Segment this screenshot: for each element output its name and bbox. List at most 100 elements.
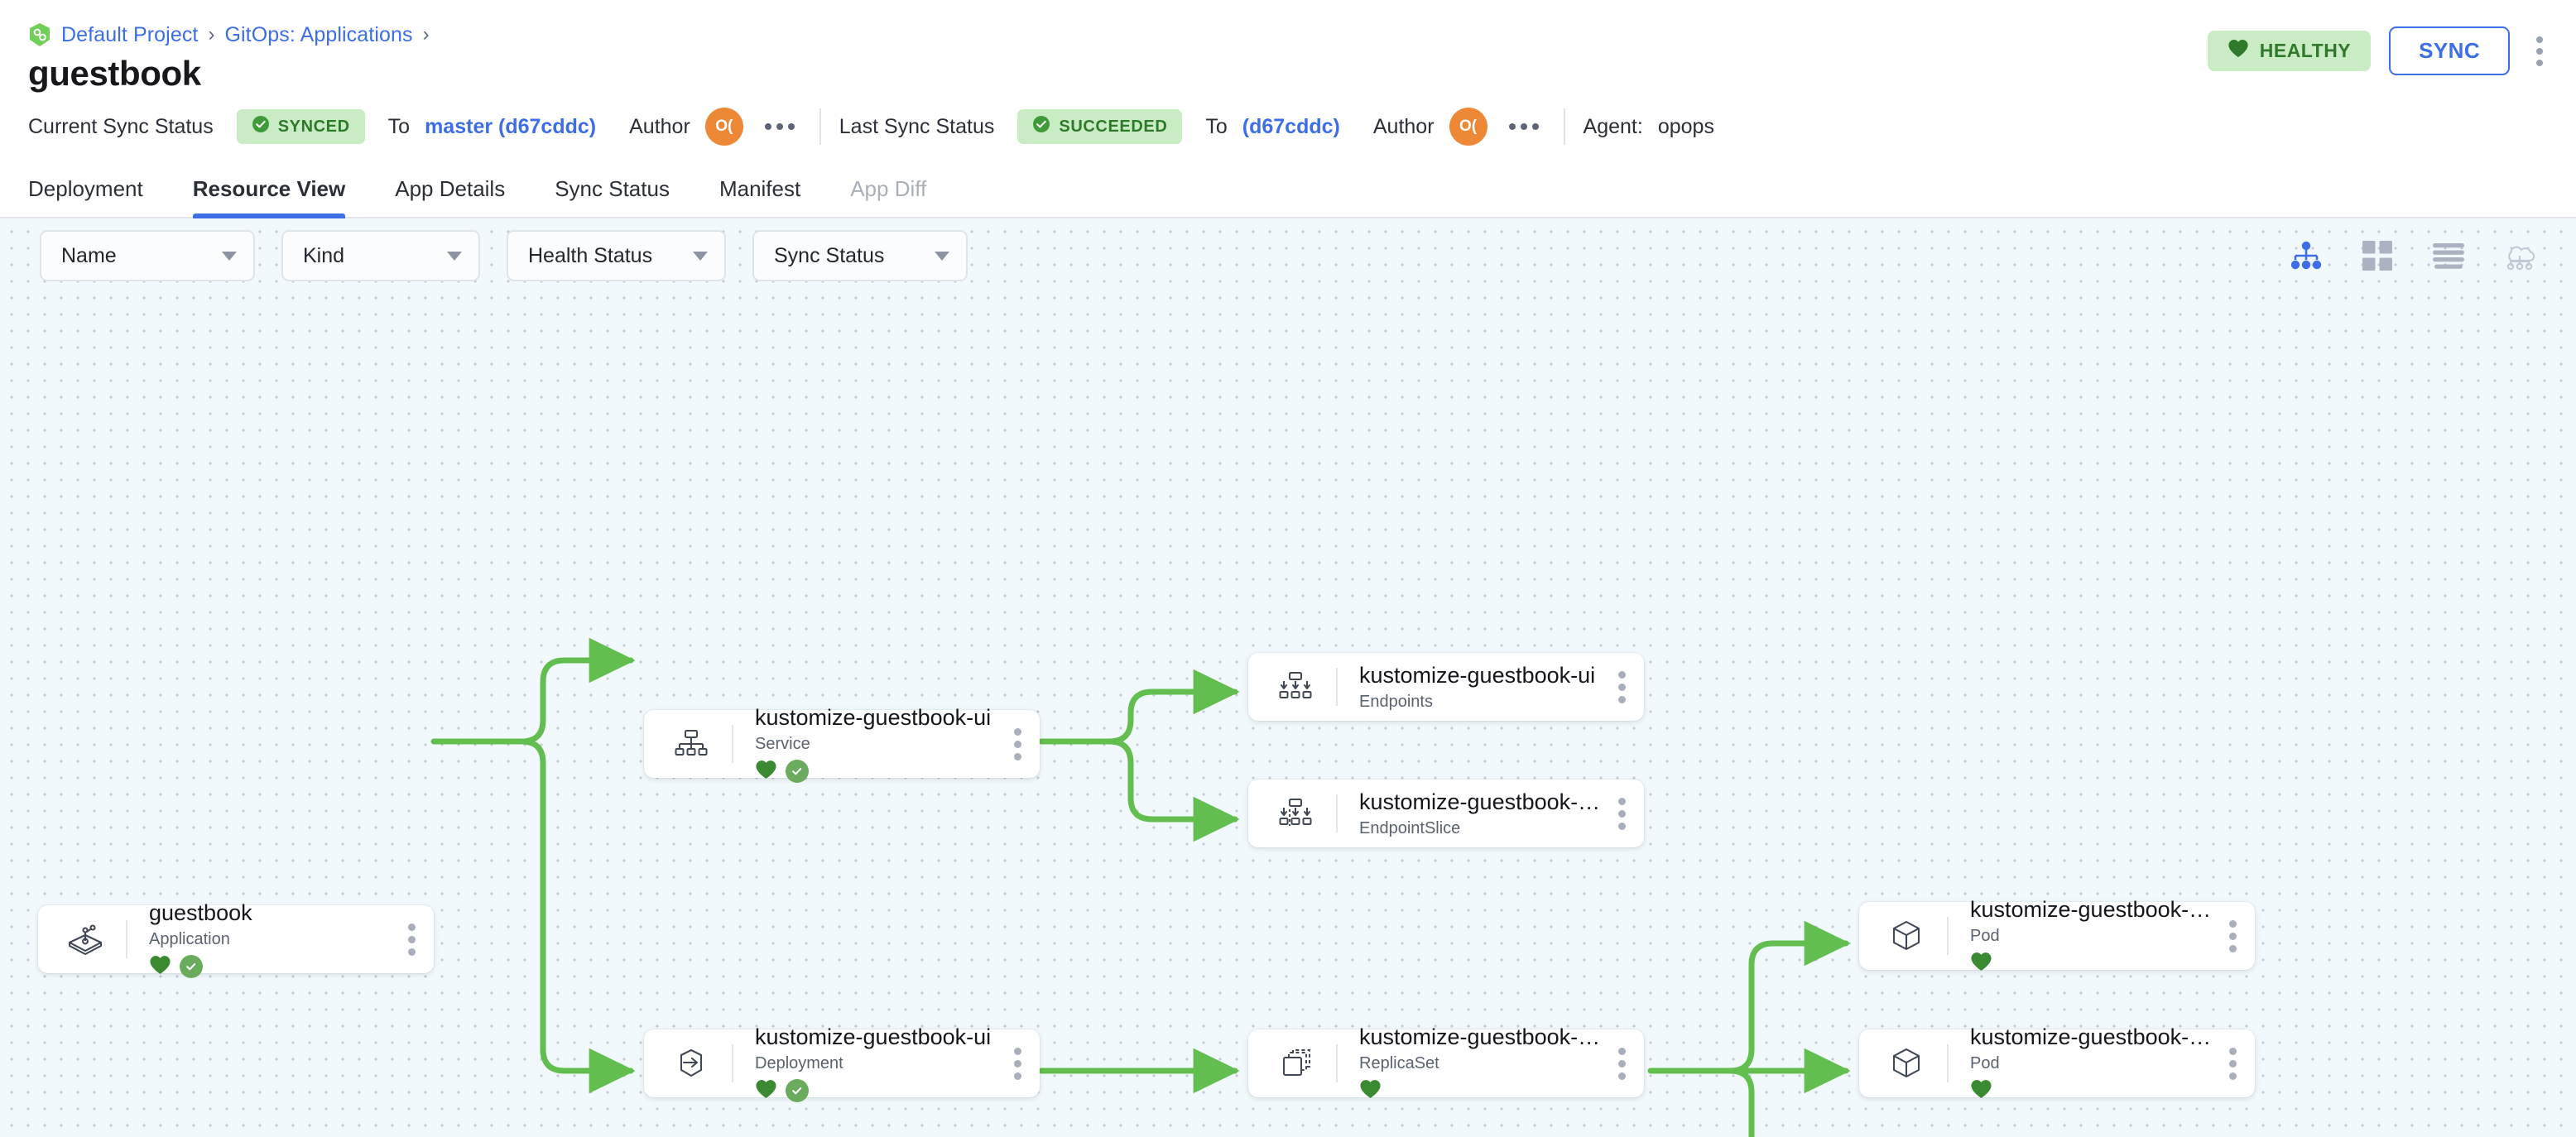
tab-deployment[interactable]: Deployment — [28, 176, 143, 201]
current-author-avatar[interactable]: O( — [704, 108, 743, 146]
agent-value: opops — [1657, 114, 1714, 138]
node-status — [1970, 1078, 2213, 1103]
graph-node-deployment[interactable]: kustomize-guestbook-ui Deployment — [644, 1024, 1040, 1103]
filter-kind-label: Kind — [303, 243, 345, 267]
kebab-dot — [1531, 123, 1539, 130]
kebab-dot — [2536, 59, 2543, 66]
node-divider — [1336, 1044, 1338, 1082]
tab-bar: Deployment Resource View App Details Syn… — [0, 159, 2576, 218]
heart-icon — [149, 955, 171, 978]
filter-sync-status-select[interactable]: Sync Status — [752, 230, 968, 281]
kebab-dot — [1618, 695, 1626, 703]
graph-node-pod-1[interactable]: kustomize-guestbook-ui-... Pod — [1859, 897, 2255, 971]
graph-node-endpoints[interactable]: kustomize-guestbook-ui Endpoints — [1248, 653, 1644, 721]
overflow-menu-button[interactable] — [2528, 31, 2551, 71]
node-menu-button[interactable] — [1610, 663, 1644, 712]
pod-icon — [1881, 1038, 1932, 1089]
kebab-dot — [2229, 932, 2237, 940]
page-title: guestbook — [28, 54, 201, 93]
last-author-label: Author — [1372, 114, 1435, 138]
replicaset-icon — [1270, 1038, 1321, 1089]
status-strip: Current Sync Status SYNCED To master (d6… — [0, 94, 2576, 159]
node-divider — [732, 725, 733, 763]
node-divider — [1336, 668, 1338, 706]
resource-graph-canvas[interactable]: Name Kind Health Status Sync Status — [0, 218, 2576, 1137]
kebab-dot — [1014, 727, 1021, 736]
kebab-dot — [2536, 47, 2543, 55]
breadcrumb-item-gitops-applications[interactable]: GitOps: Applications — [224, 22, 413, 46]
node-title: guestbook — [149, 900, 252, 925]
node-kind: Endpoints — [1359, 693, 1433, 712]
node-menu-button[interactable] — [1610, 789, 1644, 838]
node-kind: ReplicaSet — [1359, 1054, 1439, 1073]
node-menu-button[interactable] — [400, 915, 434, 964]
breadcrumb-item-default-project[interactable]: Default Project — [61, 22, 199, 46]
current-author-label: Author — [629, 114, 690, 138]
current-sync-more-button[interactable] — [758, 117, 801, 137]
node-menu-button[interactable] — [2221, 912, 2255, 961]
graph-node-application[interactable]: guestbook Application — [38, 900, 434, 979]
title-row: guestbook HEALTHY SYNC — [0, 26, 2576, 94]
heart-icon — [1970, 1079, 1992, 1102]
tab-resource-view[interactable]: Resource View — [168, 176, 371, 218]
kebab-dot — [1014, 752, 1021, 760]
node-divider — [1947, 1044, 1949, 1082]
last-author-avatar[interactable]: O( — [1449, 108, 1487, 146]
current-sync-status-badge: SYNCED — [236, 109, 365, 144]
tab-manifest[interactable]: Manifest — [718, 176, 801, 201]
tab-app-details[interactable]: App Details — [395, 176, 506, 201]
filter-health-status-label: Health Status — [528, 243, 653, 267]
current-sync-status-label: Current Sync Status — [28, 114, 214, 138]
node-title: kustomize-guestbook-ui-... — [1970, 896, 2213, 922]
node-status — [149, 954, 392, 979]
chevron-down-icon — [693, 251, 708, 261]
heart-icon — [2228, 39, 2249, 63]
chevron-down-icon — [447, 251, 462, 261]
last-sync-more-button[interactable] — [1502, 117, 1545, 137]
project-icon — [28, 22, 51, 47]
sync-button[interactable]: SYNC — [2389, 26, 2510, 75]
last-sync-status-label: Last Sync Status — [839, 114, 995, 138]
tab-sync-status[interactable]: Sync Status — [555, 176, 670, 201]
node-body: kustomize-guestbook-ui-... ReplicaSet — [1338, 1024, 1610, 1104]
node-menu-button[interactable] — [2221, 1039, 2255, 1088]
node-menu-button[interactable] — [1610, 1039, 1644, 1088]
node-menu-button[interactable] — [1006, 1039, 1040, 1088]
current-sync-status-badge-label: SYNCED — [277, 117, 350, 136]
chevron-down-icon — [935, 251, 949, 261]
tab-app-diff: App Diff — [850, 176, 927, 201]
node-body: kustomize-guestbook-ui Service — [733, 704, 1006, 784]
graph-node-service[interactable]: kustomize-guestbook-ui Service — [644, 705, 1040, 784]
filter-kind-select[interactable]: Kind — [281, 230, 480, 281]
kebab-dot — [776, 123, 783, 130]
check-circle-icon — [252, 115, 270, 138]
node-kind: Pod — [1970, 927, 2000, 946]
kebab-dot — [1508, 123, 1516, 130]
tree-view-icon[interactable] — [2288, 237, 2324, 274]
status-badge-healthy: HEALTHY — [2207, 31, 2372, 71]
network-view-icon[interactable] — [2502, 237, 2538, 274]
node-menu-button[interactable] — [1006, 720, 1040, 769]
graph-node-endpointslice[interactable]: kustomize-guestbook-ui-... EndpointSlice — [1248, 780, 1644, 847]
kebab-dot — [1618, 670, 1626, 679]
node-status — [755, 759, 997, 784]
list-view-icon[interactable] — [2430, 237, 2467, 274]
kebab-dot — [1014, 1072, 1021, 1080]
current-revision-link[interactable]: master (d67cddc) — [425, 114, 597, 138]
kebab-dot — [408, 948, 416, 956]
current-to-label: To — [387, 114, 411, 138]
grid-view-icon[interactable] — [2359, 237, 2396, 274]
breadcrumb: Default Project › GitOps: Applications › — [0, 0, 2576, 46]
status-divider-2 — [1563, 108, 1565, 145]
filter-health-status-select[interactable]: Health Status — [507, 230, 726, 281]
graph-node-replicaset[interactable]: kustomize-guestbook-ui-... ReplicaSet — [1248, 1024, 1644, 1099]
graph-node-pod-2[interactable]: kustomize-guestbook-ui-... Pod — [1859, 1024, 2255, 1099]
kebab-dot — [1014, 1059, 1021, 1067]
kebab-dot — [1618, 822, 1626, 830]
sync-check-icon — [786, 760, 809, 784]
node-title: kustomize-guestbook-ui — [755, 704, 992, 730]
kebab-dot — [1618, 809, 1626, 818]
filter-name-select[interactable]: Name — [40, 230, 255, 281]
kebab-dot — [2536, 36, 2543, 43]
last-revision-link[interactable]: (d67cddc) — [1242, 114, 1340, 138]
